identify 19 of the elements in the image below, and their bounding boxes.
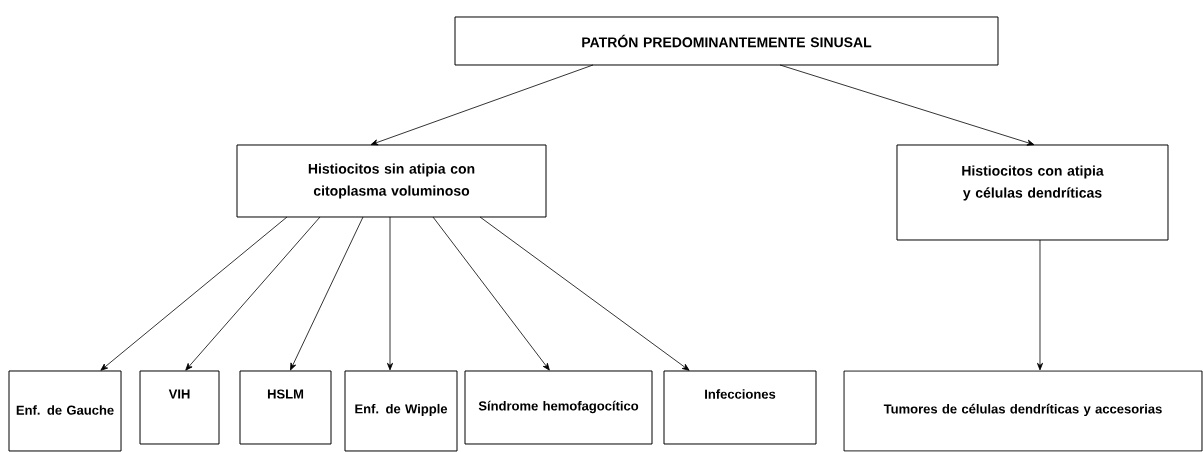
box: Histiocitos con atipia y células dendríticas bbox=[896, 144, 1169, 241]
arrow bbox=[1037, 239, 1043, 371]
box: Tumores de células dendríticas y accesorias bbox=[843, 370, 1203, 452]
box: Infecciones bbox=[663, 370, 817, 445]
arrow bbox=[290, 216, 364, 371]
box: Histiocitos sin atipia con citoplasma voluminoso bbox=[236, 144, 547, 218]
box: Síndrome hemofagocítico bbox=[464, 370, 653, 445]
box: VIH bbox=[139, 370, 220, 445]
arrow bbox=[779, 64, 1035, 146]
arrow bbox=[185, 216, 321, 371]
arrow bbox=[100, 216, 288, 371]
box: PATRÓN PREDOMINANTEMENTE SINUSAL bbox=[454, 16, 999, 66]
box: Enf. de Gauche bbox=[8, 370, 122, 452]
arrow bbox=[432, 216, 550, 371]
box: HSLM bbox=[239, 370, 332, 445]
arrow bbox=[387, 216, 393, 371]
box: Enf. de Wipple bbox=[344, 370, 458, 452]
arrow bbox=[479, 216, 690, 371]
arrow bbox=[370, 64, 594, 146]
